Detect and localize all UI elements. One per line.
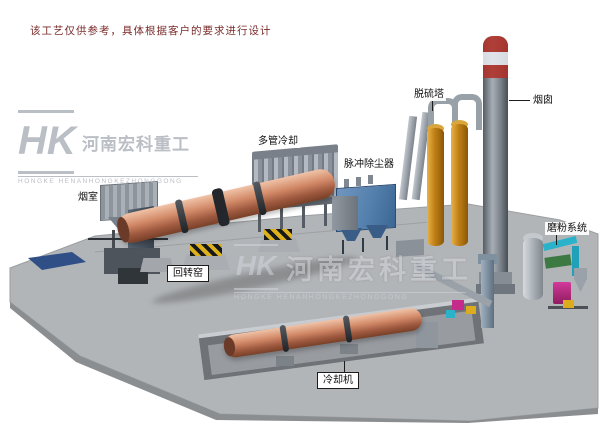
feeder-unit-magenta [452,300,464,310]
cooler-leg [280,206,283,230]
collector-hopper [340,228,362,241]
leader-desulfurization-tower [432,101,433,111]
label-smoke-chamber: 烟室 [76,191,100,204]
desulfurization-tower [427,128,444,246]
collector-leg [362,238,364,252]
ground-front-face [10,302,598,423]
desulfurization-tower [451,124,468,246]
label-grinding-system: 磨粉系统 [545,222,589,235]
feeder-unit-cyan [446,310,455,318]
blue-mat [28,252,86,270]
cooler-leg [302,204,305,228]
chimney-body [483,36,508,286]
chimney-red-band [483,65,508,78]
label-pulse-dust-collector: 脉冲除尘器 [342,158,396,171]
leader-grinding-system [556,235,557,245]
kiln-support-hazard-block [190,244,222,256]
kiln-support-foundation [258,238,300,252]
smoke-chamber-leg [112,230,115,252]
label-rotary-kiln: 回转窑 [167,265,209,282]
label-chimney: 烟囱 [531,94,555,107]
collector-hopper [366,225,388,238]
leader-chimney [509,100,530,101]
collector-leg [386,236,388,250]
disclaimer-text: 该工艺仅供参考，具体根据客户的要求进行设计 [30,25,272,37]
collector-leg [342,240,344,254]
cyan-pipe [572,246,579,276]
cooler-riding-ring [279,324,290,353]
cooler-saddle-support [340,344,358,354]
gooseneck-pipe [452,94,482,130]
chimney-white-band [483,52,508,65]
collector-pulse-pipe [368,175,373,184]
elevator-head [478,254,497,264]
kiln-head-base [118,268,148,284]
label-multi-tube-cooler: 多管冷却 [256,135,300,148]
cooler-discharge-hood [416,322,438,348]
feeder-unit-yellow [466,306,476,314]
mill-silo [523,238,543,300]
collector-pulse-pipe [356,177,361,186]
kiln-support-hazard-block [264,229,292,240]
yellow-unit [563,300,574,308]
cooler-leg [324,202,327,226]
chimney-red-band [483,36,508,52]
chimney-plinth [476,284,515,294]
kiln-girth-gear [211,187,231,228]
ground-top [9,203,599,422]
label-desulfurization-tower: 脱硫塔 [412,88,446,101]
cooler-leg [258,208,261,232]
id-fan-box [396,239,424,257]
kiln-outlet-hood [332,196,358,230]
kiln-support-foundation [140,258,174,272]
cooler-riding-ring [342,315,353,343]
magenta-mill-unit [553,282,571,304]
collector-pulse-pipe [344,179,349,188]
cooler-saddle-support [276,356,294,366]
bucket-elevator [481,260,494,328]
label-cooling-machine: 冷却机 [317,372,359,389]
kiln-riding-ring [174,198,190,234]
leader-cooling-machine [344,361,345,372]
kiln-riding-ring [252,180,268,216]
